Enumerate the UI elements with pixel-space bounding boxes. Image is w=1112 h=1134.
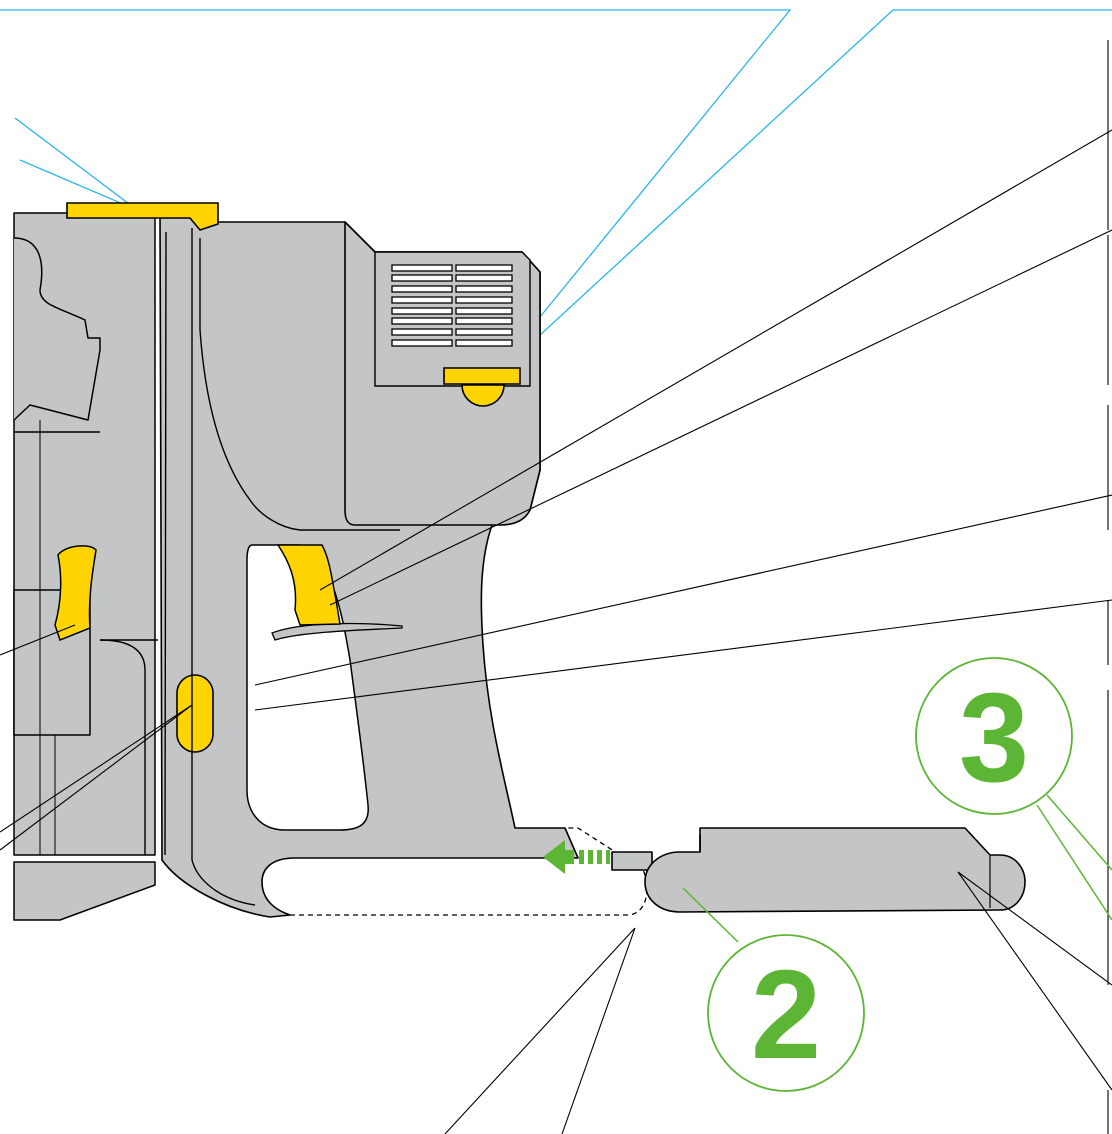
filter-cartridge xyxy=(611,827,1026,913)
cyan-callout-lines xyxy=(0,9,1112,383)
dashed-extension-outline xyxy=(290,827,648,916)
cartridge-pin xyxy=(611,851,653,871)
side-button-highlight xyxy=(176,674,214,753)
slide-left-arrow-icon xyxy=(543,840,610,874)
left-trigger-highlight xyxy=(54,545,97,641)
cartridge-body xyxy=(644,827,1026,913)
left-device-part xyxy=(13,212,156,921)
body-groove-lines xyxy=(99,228,400,906)
step-3-leader-a xyxy=(1046,794,1112,871)
black-callout-lines xyxy=(0,40,1112,1134)
callout-line-top-left xyxy=(0,9,792,383)
left-handle-shape xyxy=(13,237,101,421)
step-3-leader-b xyxy=(1036,804,1112,921)
step-2-circle xyxy=(707,934,865,1092)
step-3-circle xyxy=(915,657,1073,815)
callout-line-left-2 xyxy=(19,159,138,211)
step-2-leader xyxy=(682,887,739,943)
left-foot xyxy=(13,861,156,921)
main-trigger-highlight xyxy=(276,544,341,626)
callout-line-left-1 xyxy=(14,117,138,211)
callout-line-top-right xyxy=(488,9,894,383)
step-2-marker: 2 xyxy=(682,887,865,1092)
top-latch-highlight xyxy=(66,202,219,231)
step-3-marker: 3 xyxy=(915,657,1112,921)
step-3-label: 3 xyxy=(959,667,1029,808)
step-2-label: 2 xyxy=(751,944,821,1085)
vent-slots xyxy=(391,264,513,347)
vent-latch-highlight xyxy=(443,367,521,407)
